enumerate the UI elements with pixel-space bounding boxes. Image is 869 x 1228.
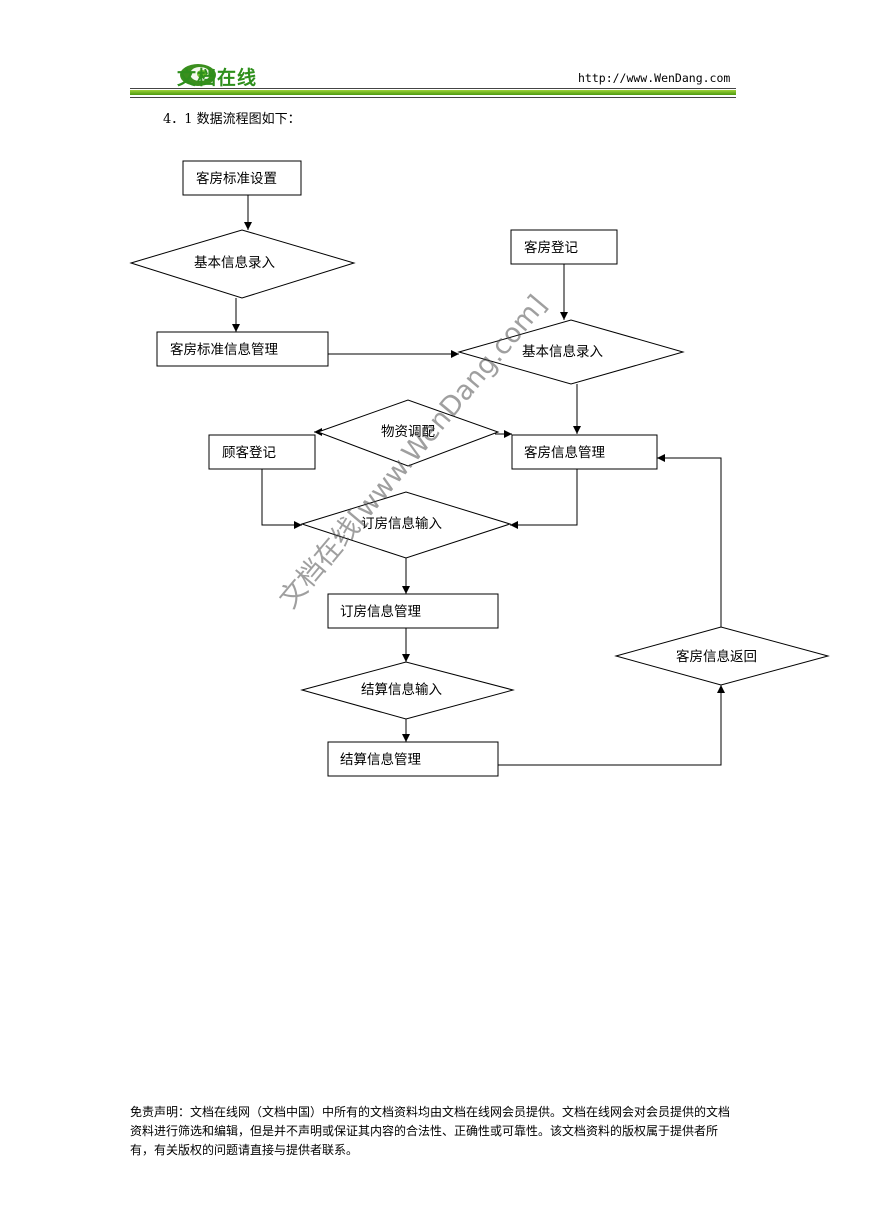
svg-text:基本信息录入: 基本信息录入: [522, 343, 603, 360]
flow-node-room-info-mgmt: 客房信息管理: [511, 434, 658, 470]
svg-text:结算信息输入: 结算信息输入: [361, 681, 442, 698]
header-rule: [130, 88, 736, 89]
edge-customer-to-booking: [261, 469, 302, 529]
svg-text:客房信息管理: 客房信息管理: [524, 444, 605, 461]
edge-settlemgmt-to-return: [498, 685, 725, 766]
flow-node-customer-registration: 顾客登记: [208, 434, 316, 470]
svg-text:订房信息管理: 订房信息管理: [340, 603, 421, 620]
svg-text:客房登记: 客房登记: [524, 239, 578, 256]
svg-text:客房信息返回: 客房信息返回: [676, 648, 757, 665]
flow-node-room-registration: 客房登记: [510, 229, 618, 265]
flow-node-settlement-info-input: 结算信息输入: [300, 661, 515, 720]
flow-edges: [232, 195, 725, 766]
data-flow-diagram: 客房标准设置 基本信息录入 客房标准信息管理 客房登记 基本信息录入 物资调配 …: [129, 160, 830, 777]
svg-text:基本信息录入: 基本信息录入: [194, 254, 275, 271]
edge-roommgmt-to-booking: [510, 469, 578, 529]
flow-node-room-standard-setup: 客房标准设置: [182, 160, 302, 196]
flow-node-basic-info-entry-2: 基本信息录入: [457, 319, 685, 385]
logo-text: 文档在线: [177, 67, 258, 89]
edge-return-to-roommgmt: [657, 454, 722, 627]
flow-node-material-allocation: 物资调配: [316, 399, 500, 467]
svg-text:客房标准信息管理: 客房标准信息管理: [170, 341, 278, 358]
svg-text:结算信息管理: 结算信息管理: [340, 751, 421, 768]
flow-node-room-info-return: 客房信息返回: [614, 626, 830, 686]
svg-text:客房标准设置: 客房标准设置: [196, 170, 277, 187]
flow-node-settlement-info-mgmt: 结算信息管理: [327, 741, 499, 777]
svg-text:订房信息输入: 订房信息输入: [361, 515, 442, 532]
header-green-bar: [130, 90, 736, 95]
section-heading: 4．1 数据流程图如下：: [163, 112, 301, 127]
header-rule-lower: [130, 97, 736, 98]
svg-text:顾客登记: 顾客登记: [222, 444, 276, 461]
flow-node-booking-info-mgmt: 订房信息管理: [327, 593, 499, 629]
svg-text:物资调配: 物资调配: [381, 424, 435, 440]
header-url: http://www.WenDang.com: [578, 71, 731, 85]
flow-node-basic-info-entry-1: 基本信息录入: [129, 229, 356, 299]
flow-node-room-standard-info-mgmt: 客房标准信息管理: [156, 331, 329, 367]
disclaimer: 免责声明：文档在线网（文档中国）中所有的文档资料均由文档在线网会员提供。文档在线…: [130, 1105, 731, 1157]
flow-node-booking-info-input: 订房信息输入: [300, 491, 512, 559]
wendang-logo-icon: [180, 64, 216, 86]
